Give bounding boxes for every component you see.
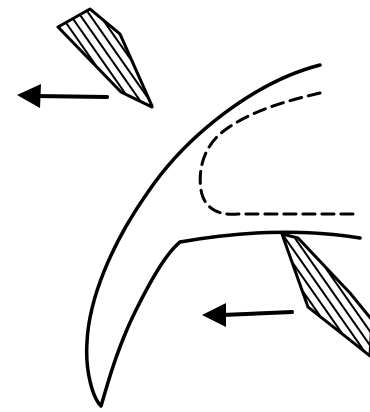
upper-hatched-wedge <box>58 9 152 107</box>
lower-hatched-wedge <box>282 234 370 356</box>
dashed-profile <box>200 93 355 214</box>
lower-arrow <box>202 303 292 327</box>
blade-outline <box>87 65 360 406</box>
upper-left-arrow <box>17 84 107 108</box>
